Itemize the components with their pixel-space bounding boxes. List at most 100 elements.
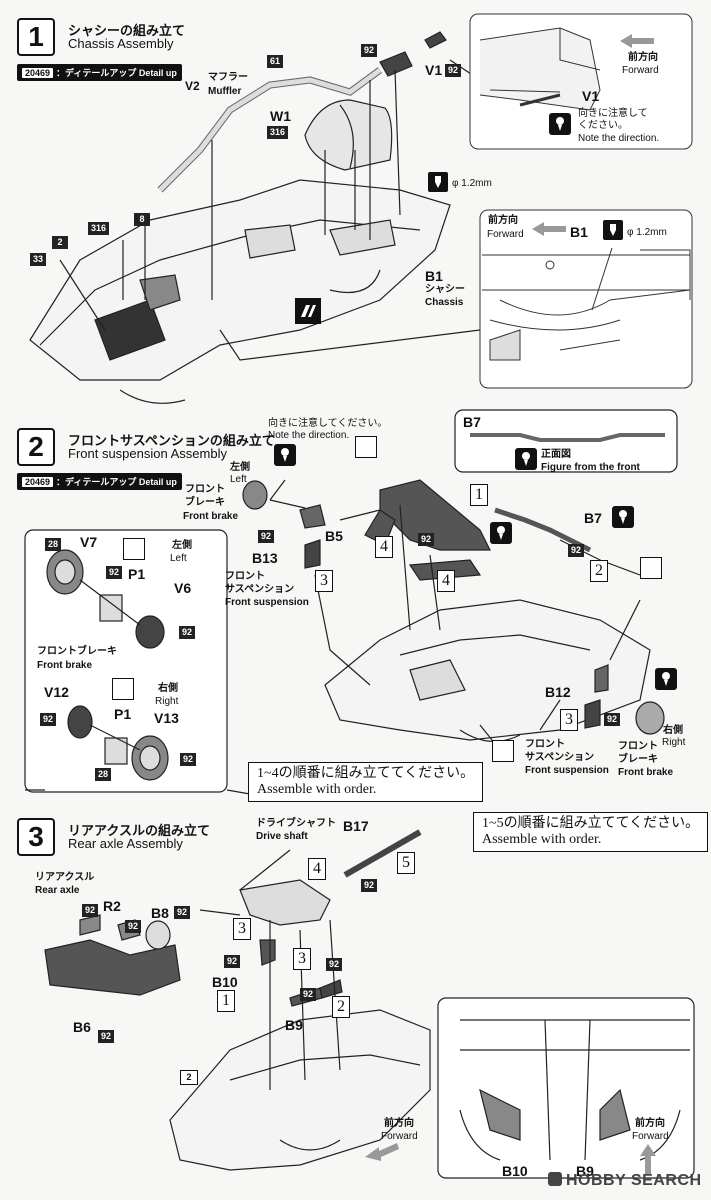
li-v7-label: V7 — [80, 534, 98, 550]
step1-part-92a: 92 — [361, 44, 378, 57]
step2-front-brake-jp2: ブレーキ — [185, 497, 225, 508]
order-4a: 4 — [375, 536, 393, 558]
b7-inset-label: B7 — [463, 414, 481, 430]
step1-drill-size: φ 1.2mm — [452, 178, 492, 189]
step3-part-92f: 92 — [224, 955, 241, 968]
step1-part-2: 2 — [52, 236, 68, 249]
step3-part-92b: 92 — [82, 904, 99, 917]
step2-number: 2 — [17, 428, 55, 466]
step3-part-92a: 92 — [361, 879, 378, 892]
s3-inset-b10-label: B10 — [502, 1163, 528, 1179]
watermark-icon — [548, 1172, 562, 1186]
step2-part-92c: 92 — [568, 544, 585, 557]
step2-detail-up-tag: 20469：ディテールアップ Detail up — [17, 473, 182, 490]
step3-title-jp: リアアクスルの組み立て — [68, 823, 210, 838]
li-right-en: Right — [155, 696, 179, 707]
step2-front-brake-jp1: フロント — [185, 484, 225, 495]
watermark-logo: HOBBY SEARCH — [548, 1172, 702, 1190]
step2-front-susp-r-jp1: フロント — [525, 739, 565, 750]
step1-detail-up-tag: 20469：ディテールアップ Detail up — [17, 64, 182, 81]
step1-b1-label: B1 — [425, 268, 443, 284]
paint-icon — [355, 436, 377, 458]
step1-chassis-drawing — [29, 13, 693, 404]
step2-left-jp: 左側 — [230, 462, 250, 473]
li-part-92a: 92 — [106, 566, 123, 579]
li-v12-label: V12 — [44, 684, 69, 700]
caution-icon — [490, 522, 512, 544]
step3-order-3a: 3 — [233, 918, 251, 940]
step2-order-note: 1~4の順番に組み立ててください。 Assemble with order. — [248, 762, 484, 802]
li-part-92c: 92 — [40, 713, 57, 726]
step2-front-susp-jp1: フロント — [225, 571, 265, 582]
watermark-text: HOBBY SEARCH — [566, 1172, 702, 1189]
step2-part-92a: 92 — [258, 530, 275, 543]
detail-up-code: 20469 — [22, 477, 54, 487]
step1-part-316b: 316 — [88, 222, 110, 235]
detail-up-text: ：ディテールアップ Detail up — [56, 477, 177, 487]
step3-title-en: Rear axle Assembly — [68, 836, 183, 851]
step2-front-susp-r-en: Front suspension — [525, 765, 609, 776]
caution-icon — [549, 113, 571, 135]
step3-forward-en: Forward — [381, 1131, 418, 1142]
step1-part-92b: 92 — [445, 64, 462, 77]
step2-front-susp-en: Front suspension — [225, 597, 309, 608]
step3-order-note: 1~5の順番に組み立ててください。 Assemble with order. — [473, 812, 709, 852]
order-1: 1 — [470, 484, 488, 506]
step1-part-316a: 316 — [267, 126, 289, 139]
step1-muffler-en: Muffler — [208, 86, 242, 97]
caution-icon — [612, 506, 634, 528]
forward-arrow-icon — [620, 34, 654, 48]
step3-order-2: 2 — [332, 996, 350, 1018]
step3-b8-label: B8 — [151, 905, 169, 921]
step3-rear-axle-en: Rear axle — [35, 885, 80, 896]
step2-order-note-jp: 1~4の順番に組み立ててください。 — [257, 766, 475, 781]
li-part-28b: 28 — [95, 768, 112, 781]
step3-part-92e: 92 — [98, 1030, 115, 1043]
drill-icon — [428, 172, 448, 192]
li-brake-en: Front brake — [37, 660, 93, 671]
inset2-drill-size: φ 1.2mm — [627, 227, 667, 238]
step3-order-4: 4 — [308, 858, 326, 880]
step3-driveshaft-en: Drive shaft — [256, 831, 308, 842]
step1-v1-label: V1 — [425, 62, 443, 78]
inset1-caution-jp1: 向きに注意して — [578, 108, 648, 119]
li-part-28: 28 — [45, 538, 62, 551]
paint-icon — [640, 557, 662, 579]
b7-inset-front-view-en: Figure from the front — [541, 462, 640, 473]
caution-icon — [515, 448, 537, 470]
step2-caution-en: Note the direction. — [268, 430, 350, 441]
inset1-caution-jp2: ください。 — [578, 120, 628, 131]
step2-b13-label: B13 — [252, 550, 278, 566]
step2-front-brake-r-jp2: ブレーキ — [618, 754, 658, 765]
li-v6-label: V6 — [174, 580, 192, 596]
step3-part-92h: 92 — [300, 988, 317, 1001]
step3-order-note-jp: 1~5の順番に組み立ててください。 — [482, 816, 700, 831]
step3-rear-axle-drawing — [44, 829, 695, 1179]
step2-right-en: Right — [662, 737, 686, 748]
li-right-jp: 右側 — [158, 683, 178, 694]
step1-w1-label: W1 — [270, 108, 291, 124]
forward-arrow-icon — [640, 1144, 656, 1174]
step2-b7-label: B7 — [584, 510, 602, 526]
paint-icon — [492, 740, 514, 762]
step1-chassis-en: Chassis — [425, 297, 464, 308]
order-3a: 3 — [315, 570, 333, 592]
step2-front-brake-r-en: Front brake — [618, 767, 674, 778]
step3-rear-axle-jp: リアアクスル — [35, 872, 95, 883]
step3-part-2: 2 — [180, 1070, 198, 1085]
step3-part-92c: 92 — [125, 920, 142, 933]
step3-b9-label: B9 — [285, 1017, 303, 1033]
step1-part-61: 61 — [267, 55, 284, 68]
s3-inset-forward-jp: 前方向 — [635, 1118, 665, 1129]
step3-number: 3 — [17, 818, 55, 856]
step2-b5-label: B5 — [325, 528, 343, 544]
inset2-forward-en: Forward — [487, 229, 524, 240]
li-part-92d: 92 — [180, 753, 197, 766]
step2-title-en: Front suspension Assembly — [68, 446, 227, 461]
order-4b: 4 — [437, 570, 455, 592]
step2-front-susp-r-jp2: サスペンション — [525, 752, 595, 763]
li-left-en: Left — [170, 553, 187, 564]
step1-v2-label: V2 — [185, 79, 200, 93]
s3-inset-b9-label: B9 — [576, 1163, 594, 1179]
step2-title-jp: フロントサスペンションの組み立て — [68, 433, 275, 448]
